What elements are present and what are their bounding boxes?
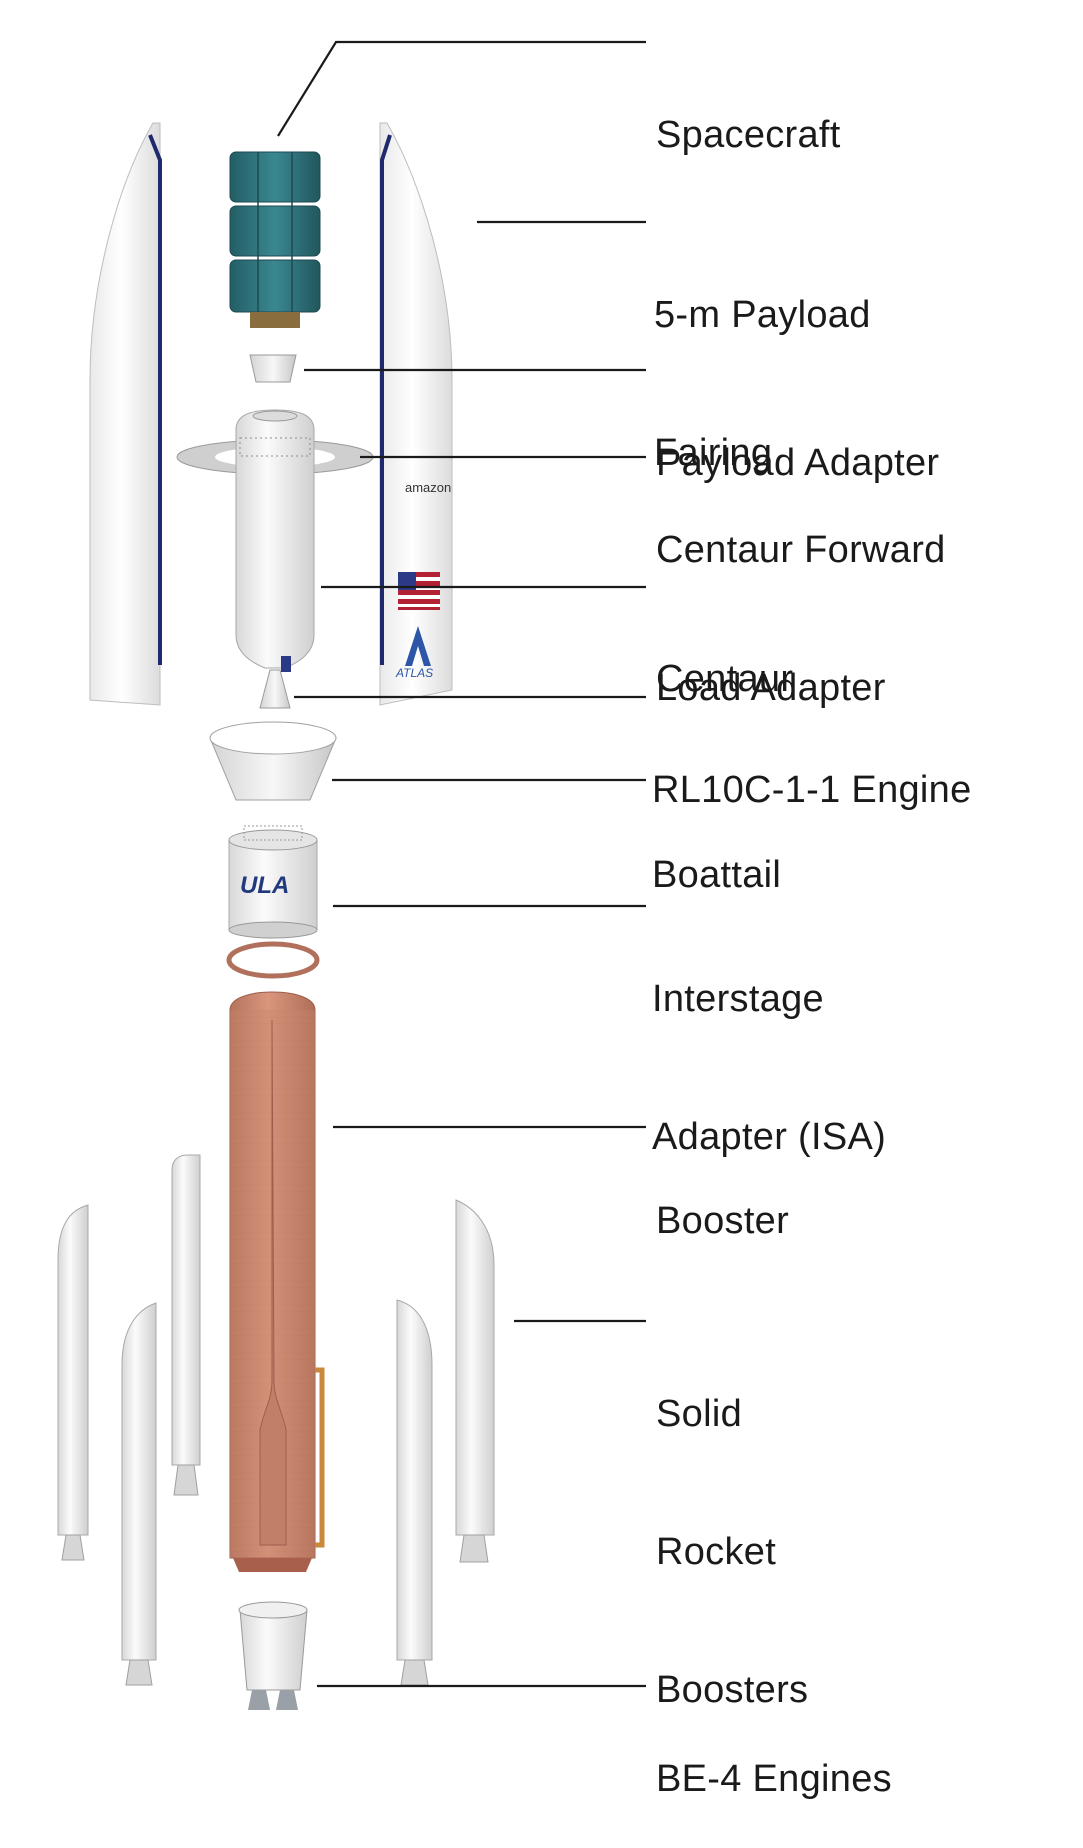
label-solid-rocket-boosters-line-1: Solid (656, 1393, 742, 1435)
label-centaur-line-1: Centaur (656, 658, 794, 700)
label-solid-rocket-boosters-line-2: Rocket (656, 1531, 777, 1573)
srb-left-back (171, 1154, 201, 1496)
booster-core (229, 991, 325, 1572)
label-payload-fairing-line-2: Fairing (654, 432, 773, 474)
label-centaur-forward-load-adapter: Centaur Forward Load Adapter (656, 435, 946, 757)
label-rl10c-engine: RL10C-1-1 Engine (652, 675, 972, 859)
label-centaur: Centaur (656, 564, 793, 748)
label-be4-engines: BE-4 Engines (656, 1664, 892, 1848)
label-interstage-adapter-line-1: Interstage (652, 978, 824, 1020)
label-spacecraft: Spacecraft (656, 20, 841, 204)
spacecraft-stack (229, 151, 321, 328)
srb-far-right (455, 1199, 495, 1563)
interstage-adapter-part: ULA (228, 825, 318, 939)
srb-left-inner (121, 1302, 157, 1686)
label-be4-engines-line-1: BE-4 Engines (656, 1758, 892, 1800)
centaur-stage (235, 409, 315, 672)
label-solid-rocket-boosters: Solid Rocket Boosters (656, 1299, 808, 1759)
label-booster: Booster (656, 1106, 789, 1290)
label-payload-adapter: Payload Adapter (656, 348, 939, 532)
amazon-logo: amazon (405, 480, 451, 495)
be4-engines-part (238, 1601, 308, 1710)
rocket-exploded-diagram: amazon ATLAS (57, 20, 972, 1800)
isa-ring (226, 941, 320, 979)
label-centaur-forward-load-adapter-line-1: Centaur Forward (656, 529, 946, 571)
label-spacecraft-line-1: Spacecraft (656, 114, 841, 156)
label-boattail-line-1: Boattail (652, 854, 782, 896)
label-booster-line-1: Booster (656, 1200, 790, 1242)
diagram-canvas: amazon ATLAS (57, 40, 646, 1710)
fairing-right-half: amazon ATLAS (379, 122, 453, 706)
label-payload-fairing-line-1: 5-m Payload (654, 294, 871, 336)
label-rl10c-engine-line-1: RL10C-1-1 Engine (652, 769, 972, 811)
label-boattail: Boattail (652, 760, 781, 944)
label-interstage-adapter: Interstage Adapter (ISA) (652, 884, 886, 1206)
srb-far-left (57, 1204, 89, 1561)
rl10c-engine-part (259, 669, 291, 709)
label-payload-adapter-line-1: Payload Adapter (656, 442, 940, 484)
payload-adapter-part (249, 354, 297, 383)
ula-logo: ULA (240, 872, 289, 899)
fairing-left-half (89, 122, 162, 706)
leader-lines (277, 40, 646, 1688)
boattail-part (209, 721, 337, 801)
label-solid-rocket-boosters-line-3: Boosters (656, 1669, 809, 1711)
label-payload-fairing: 5-m Payload Fairing (654, 200, 871, 522)
label-centaur-forward-load-adapter-line-2: Load Adapter (656, 667, 886, 709)
leader-spacecraft (277, 40, 646, 137)
srb-right-inner (396, 1299, 433, 1686)
usa-flag-icon (398, 572, 440, 610)
label-interstage-adapter-line-2: Adapter (ISA) (652, 1116, 887, 1158)
atlas-logo: ATLAS (395, 626, 433, 680)
svg-text:ATLAS: ATLAS (395, 666, 433, 680)
